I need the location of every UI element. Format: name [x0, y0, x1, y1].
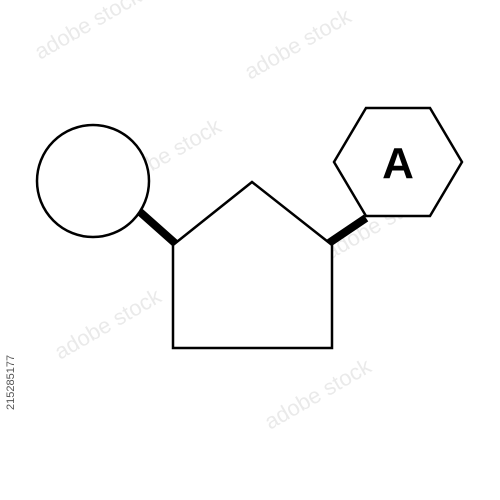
watermark-text: adobe stock [240, 3, 356, 84]
pentagon-node [171, 180, 334, 350]
watermark-text: adobe stock [260, 353, 376, 434]
stock-id: 215285177 [5, 355, 17, 410]
watermark-text: adobe stock [30, 0, 146, 64]
circle-node [35, 123, 151, 239]
hexagon-label: A [382, 139, 414, 188]
bond-pentagon-hexagon [326, 214, 369, 247]
hexagon-node [332, 106, 464, 218]
bond-circle-pentagon [137, 209, 179, 247]
watermark-text: adobe stock [50, 283, 166, 364]
